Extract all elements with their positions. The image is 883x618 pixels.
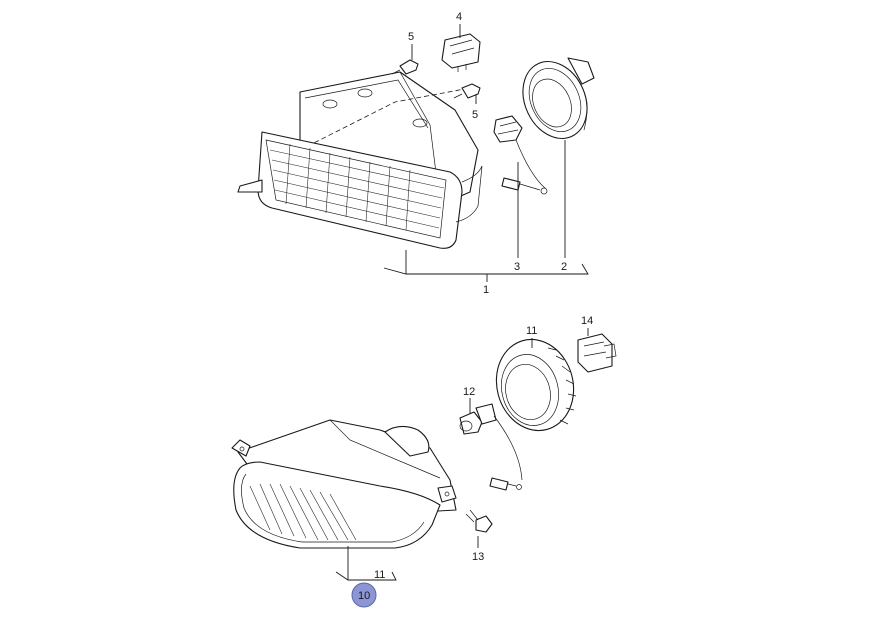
lower-leaders — [335, 328, 589, 581]
fog-lens-hatching — [249, 483, 357, 541]
lens-grid — [269, 143, 445, 231]
callout-4: 4 — [456, 11, 462, 23]
connector-4[interactable] — [441, 33, 481, 72]
callout-1: 1 — [483, 284, 489, 296]
callout-5a: 5 — [408, 31, 414, 43]
bulb-socket-upper[interactable] — [493, 115, 548, 195]
reflector-cap-11[interactable] — [486, 331, 583, 440]
fog-lamp-housing[interactable] — [231, 419, 457, 549]
upper-leaders — [383, 24, 589, 282]
callout-11a: 11 — [526, 325, 537, 337]
reflector-cap-upper[interactable] — [511, 51, 599, 149]
callout-11b: 11 — [374, 569, 385, 581]
screw-5b[interactable] — [453, 83, 481, 99]
connector-14[interactable] — [577, 333, 617, 373]
callout-2: 2 — [561, 261, 567, 273]
callout-13: 13 — [472, 551, 484, 563]
callout-12: 12 — [463, 386, 475, 398]
callout-10-highlight[interactable]: 10 — [351, 582, 377, 608]
screw-13[interactable] — [465, 509, 493, 533]
callout-5b: 5 — [472, 109, 478, 121]
callout-3: 3 — [514, 261, 520, 273]
callout-14: 14 — [581, 315, 593, 327]
bulb-12[interactable] — [459, 403, 523, 491]
screw-5a[interactable] — [391, 59, 419, 75]
callout-10: 10 — [358, 590, 370, 602]
headlamp-housing[interactable] — [237, 71, 483, 249]
